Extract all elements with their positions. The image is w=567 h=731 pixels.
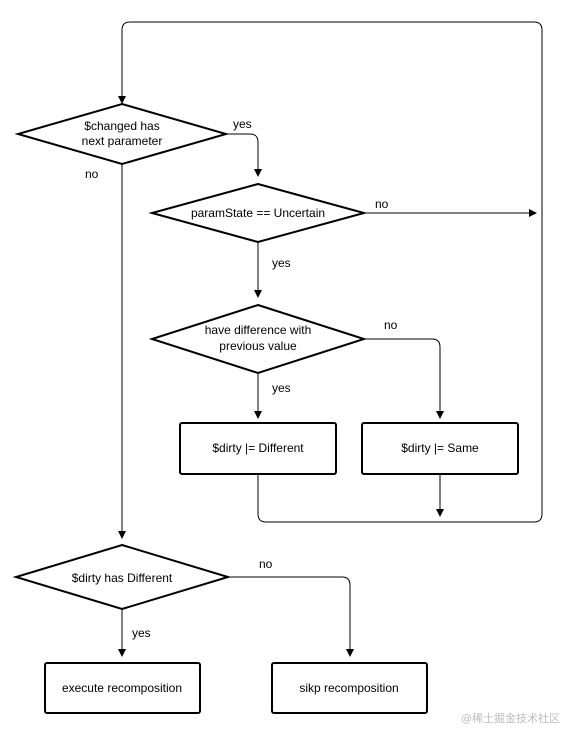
process-dirty-different	[179, 422, 337, 475]
decision-changed-has-next-line1: $changed has	[84, 119, 159, 133]
decision-have-difference-line2: previous value	[219, 339, 297, 353]
edge-changed-yes	[226, 133, 262, 177]
edge-loop-back	[118, 21, 543, 523]
process-dirty-same-label: $dirty |= Same	[401, 441, 479, 455]
decision-param-state	[148, 182, 368, 244]
decision-have-difference	[148, 303, 368, 375]
decision-dirty-has-different	[12, 543, 232, 611]
edge-label-diff-no: no	[384, 318, 398, 332]
edge-diff-no	[364, 338, 444, 419]
process-dirty-same	[361, 422, 519, 475]
process-dirty-different-label: $dirty |= Different	[212, 441, 304, 455]
decision-param-state-label: paramState == Uncertain	[191, 206, 325, 220]
decision-changed-has-next	[14, 102, 230, 166]
process-execute-recomposition	[44, 662, 201, 714]
watermark-text: @稀土掘金技术社区	[461, 711, 560, 725]
process-execute-recomposition-label: execute recomposition	[62, 681, 182, 695]
decision-dirty-has-different-label: $dirty has Different	[72, 571, 173, 585]
edge-label-diff-yes: yes	[272, 381, 291, 395]
decision-changed-has-next-line2: next parameter	[82, 134, 163, 148]
process-skip-recomposition	[271, 662, 428, 714]
edge-label-dirty-no: no	[259, 557, 273, 571]
edge-dirty-no	[228, 576, 354, 657]
edge-label-param-yes: yes	[272, 256, 291, 270]
process-skip-recomposition-label: sikp recomposition	[299, 681, 398, 695]
edge-label-param-no: no	[375, 197, 389, 211]
edge-label-changed-no: no	[85, 167, 99, 181]
decision-have-difference-line1: have difference with	[205, 323, 312, 337]
edge-label-changed-yes: yes	[233, 117, 252, 131]
edge-label-dirty-yes: yes	[132, 626, 151, 640]
